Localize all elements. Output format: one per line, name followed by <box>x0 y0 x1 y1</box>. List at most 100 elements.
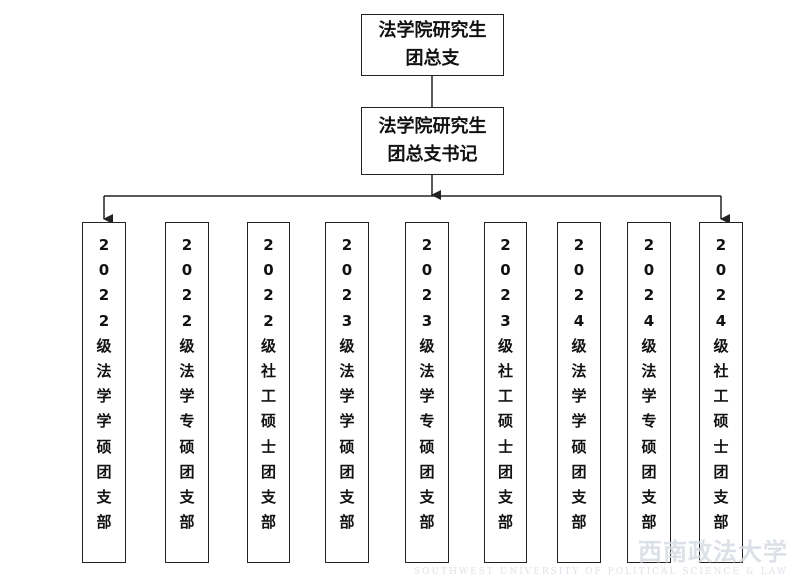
branch-label-char: 2 <box>715 286 727 305</box>
branch-label-char: 部 <box>339 513 355 532</box>
branch-label-char: 硕 <box>571 437 587 456</box>
branch-label-char: 级 <box>641 336 657 355</box>
branch-label-char: 团 <box>641 462 657 481</box>
branch-label-char: 0 <box>643 261 655 280</box>
branch-label-char: 部 <box>571 513 587 532</box>
branch-label-char: 法 <box>339 361 355 380</box>
secretary-node-line-2: 团总支书记 <box>387 144 478 165</box>
branch-label-char: 支 <box>260 487 276 506</box>
branch-label-char: 士 <box>497 437 513 456</box>
branch-label-char: 2 <box>181 286 193 305</box>
branch-label-char: 2 <box>263 236 274 254</box>
branch-label-char: 支 <box>713 487 729 506</box>
branch-label-char: 团 <box>497 462 513 481</box>
branch-label-char: 学 <box>571 412 587 431</box>
branch-label-char: 支 <box>339 487 355 506</box>
branch-label-char: 3 <box>341 311 353 330</box>
branch-label-char: 团 <box>179 462 195 481</box>
branch-label-char: 4 <box>643 311 655 330</box>
branch-label-char: 硕 <box>339 437 355 456</box>
branch-label-char: 3 <box>500 311 511 330</box>
branch-label-char: 2 <box>643 286 655 305</box>
branch-label-char: 部 <box>641 513 657 532</box>
branch-label-char: 支 <box>571 487 587 506</box>
branch-label-char: 团 <box>419 462 435 481</box>
branch-label-char: 专 <box>419 412 435 431</box>
branch-label-char: 2 <box>98 286 110 305</box>
branch-label-char: 硕 <box>497 412 513 431</box>
branch-label-char: 2 <box>421 236 433 254</box>
branch-label-char: 学 <box>339 412 355 431</box>
branch-label-char: 学 <box>419 387 435 406</box>
branch-label-char: 法 <box>96 361 112 380</box>
branch-label-char: 级 <box>571 336 587 355</box>
branch-label-char: 部 <box>179 513 195 532</box>
secretary-node: 法学院研究生 团总支书记 <box>361 107 504 175</box>
branch-label-char: 2 <box>341 236 353 254</box>
branch-label-char: 2 <box>500 236 511 254</box>
branch-label-char: 学 <box>96 412 112 431</box>
branch-label-char: 2 <box>715 236 727 254</box>
branch-label-char: 2 <box>500 286 511 305</box>
secretary-node-text: 法学院研究生 团总支书记 <box>379 113 487 169</box>
watermark-logo-subtext: SOUTHWEST UNIVERSITY OF POLITICAL SCIENC… <box>413 567 788 577</box>
branch-label-char: 4 <box>715 311 727 330</box>
branch-label-char: 法 <box>179 361 195 380</box>
watermark-logo-text: 西南政法大学 <box>638 537 788 566</box>
branch-label-char: 部 <box>497 513 513 532</box>
branch-label-char: 团 <box>713 462 729 481</box>
branch-label-char: 2 <box>573 286 585 305</box>
branch-label-char: 法 <box>571 361 587 380</box>
branch-label-char: 学 <box>179 387 195 406</box>
university-watermark: 西南政法大学 SOUTHWEST UNIVERSITY OF POLITICAL… <box>414 532 788 577</box>
branch-label-char: 2 <box>181 236 193 254</box>
root-node-line-2: 团总支 <box>405 48 460 69</box>
branch-label-char: 0 <box>263 261 274 280</box>
branch-label-char: 支 <box>497 487 513 506</box>
branch-label-char: 支 <box>641 487 657 506</box>
branch-label-char: 2 <box>643 236 655 254</box>
branch-label-char: 团 <box>260 462 276 481</box>
branch-label-char: 工 <box>497 387 513 406</box>
branch-label-char: 社 <box>713 361 729 380</box>
branch-label-char: 级 <box>260 336 276 355</box>
branch-label-char: 法 <box>641 361 657 380</box>
branch-label-char: 级 <box>179 336 195 355</box>
branch-label-char: 部 <box>260 513 276 532</box>
branch-label-char: 2 <box>98 311 110 330</box>
branch-label-char: 专 <box>641 412 657 431</box>
branch-label-char: 硕 <box>179 437 195 456</box>
branch-label-char: 2 <box>263 311 274 330</box>
branch-label-char: 0 <box>421 261 433 280</box>
branch-label-char: 社 <box>260 361 276 380</box>
branch-label-char: 2 <box>573 236 585 254</box>
branch-label-char: 硕 <box>419 437 435 456</box>
branch-label-char: 硕 <box>96 437 112 456</box>
branch-label-char: 2 <box>421 286 433 305</box>
branch-label-char: 团 <box>96 462 112 481</box>
branch-label-char: 2 <box>181 311 193 330</box>
branch-label-char: 团 <box>339 462 355 481</box>
branch-label-char: 支 <box>96 487 112 506</box>
branch-label-char: 2 <box>263 286 274 305</box>
branch-label-char: 2 <box>98 236 110 254</box>
branch-label-char: 工 <box>713 387 729 406</box>
branch-label-char: 支 <box>419 487 435 506</box>
branch-label-char: 0 <box>181 261 193 280</box>
branch-label-char: 社 <box>497 361 513 380</box>
